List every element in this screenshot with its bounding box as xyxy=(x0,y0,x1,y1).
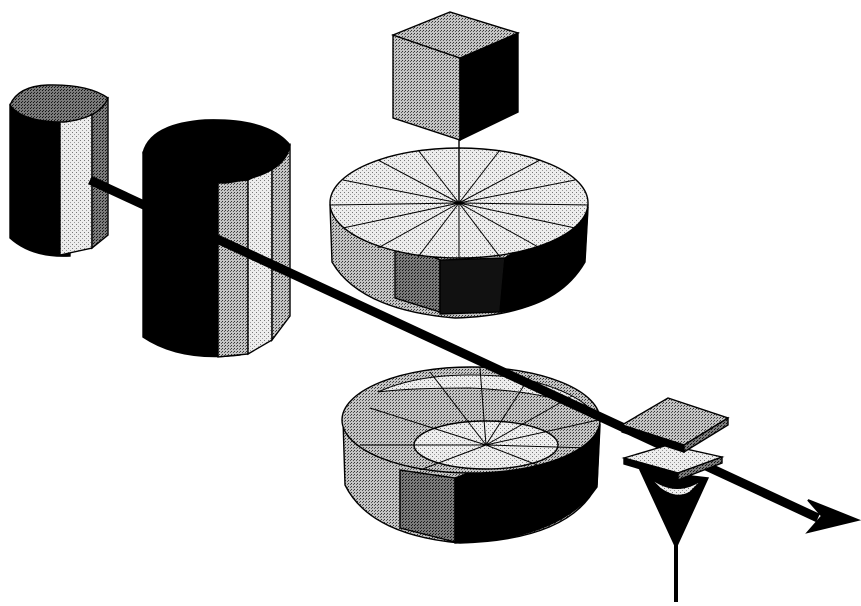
square-plate-lower xyxy=(624,445,722,480)
lower-bowl xyxy=(342,367,600,543)
cone-detector xyxy=(640,470,708,602)
square-plate-upper xyxy=(622,398,728,452)
small-cylinder xyxy=(10,85,108,256)
